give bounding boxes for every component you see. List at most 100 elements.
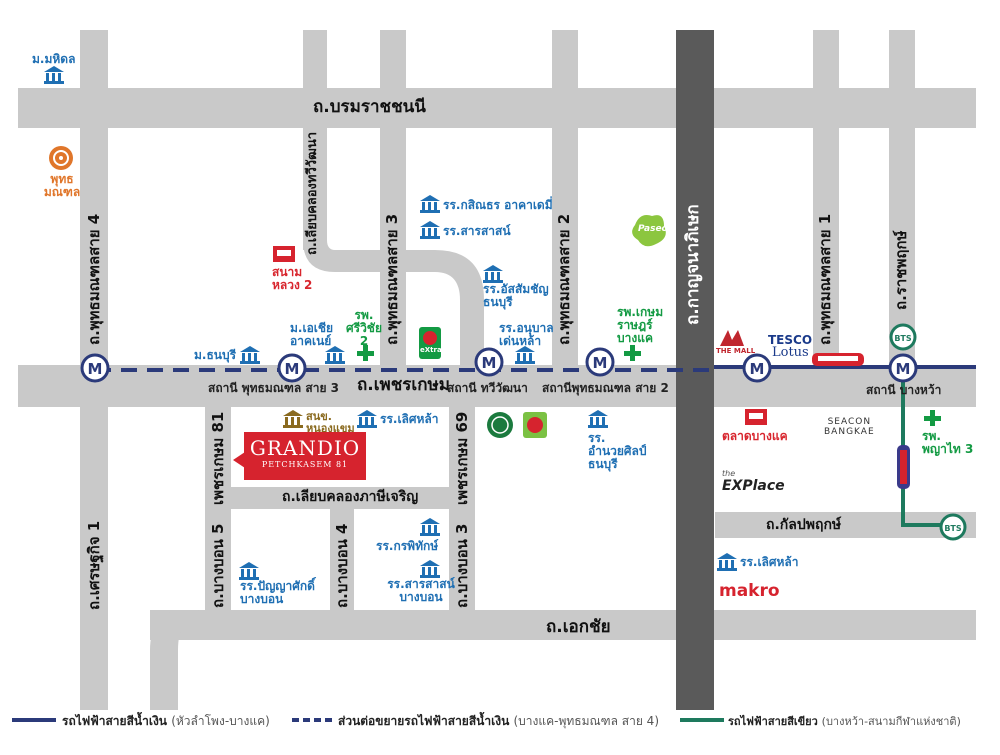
poi-paseo: Paseo <box>638 224 668 234</box>
metro-station-phutthamonthon3: M <box>277 353 307 383</box>
poi-punyasak-line1: รร.ปัญญาศักดิ์ <box>240 579 315 593</box>
poi-assumption-line1: รร.อัสสัมชัญ <box>483 282 549 296</box>
road-ekkachai-curve <box>150 610 200 710</box>
brand-the-mall: THE MALL <box>716 347 756 355</box>
svg-text:M: M <box>750 360 765 378</box>
svg-text:M: M <box>482 354 497 372</box>
project-pointer <box>233 452 245 468</box>
project-grandio-marker: GRANDIO PETCHKASEM 81 <box>244 432 366 480</box>
poi-sriwichai-line3: 2 <box>359 334 369 349</box>
brand-seacon-line2: BANGKAE <box>824 426 875 437</box>
brand-tesco: TESCO <box>768 333 813 347</box>
legend-green-line-label: รถไฟฟ้าสายสีเขียว <box>728 715 818 728</box>
poi-nong-khaem-line2: หนองแขม <box>306 422 355 436</box>
brand-seacon-line1: SEACON <box>827 417 872 427</box>
poi-amnuay: รร. อำนวยศิลป์ ธนบุรี <box>588 431 647 472</box>
school-icon <box>239 562 259 580</box>
road-label-liab-khlong-thawiwatthana: ถ.เลียบคลองทวีวัฒนา <box>305 131 320 255</box>
school-icon <box>588 410 608 428</box>
svg-text:M: M <box>285 360 300 378</box>
poi-bigc-extra-label: eXtra <box>420 346 442 354</box>
road-label-ratchaphruek: ถ.ราชพฤกษ์ <box>892 230 910 310</box>
poi-sarasas: รร.สารสาสน์ <box>443 224 511 238</box>
hospital-icon <box>924 410 941 426</box>
poi-nong-khaem-line1: สนข. <box>306 410 332 423</box>
metro-station-thawiwatthana: M <box>474 347 504 377</box>
legend-blue-line-label: รถไฟฟ้าสายสีน้ำเงิน <box>62 714 167 728</box>
poi-sarasas-bangbon: รร.สารสาสน์ บางบอน <box>376 577 466 605</box>
school-icon <box>483 265 503 283</box>
road-label-phetkasem81: เพชรเกษม 81 <box>209 411 227 505</box>
metro-station-bang-wa: M <box>888 353 918 383</box>
poi-korapat: รร.กรพิทักษ์ <box>376 539 439 553</box>
poi-amnuay-line3: ธนบุรี <box>588 457 618 472</box>
road-setthakit1 <box>80 407 108 707</box>
project-name: GRANDIO <box>249 436 361 460</box>
road-label-bang-bon5: ถ.บางบอน 5 <box>209 523 227 609</box>
road-label-phutthamonthon4: ถ.พุทธมณฑลสาย 4 <box>85 213 103 345</box>
road-label-borommaratchachonnani: ถ.บรมราชชนนี <box>313 97 426 117</box>
legend-swatch-blue-dashed <box>292 718 332 722</box>
road-phutthamonthon3 <box>380 30 406 365</box>
poi-kasemrad-line1: รพ.เกษม <box>617 305 664 319</box>
school-icon <box>325 346 345 364</box>
road-phutthamonthon2 <box>552 30 578 365</box>
road-phetkasem81 <box>205 407 231 610</box>
poi-phutthamonthon-line1: พุทธ <box>50 172 74 186</box>
metro-station-phutthamonthon2: M <box>585 347 615 377</box>
legend-swatch-green <box>680 718 724 722</box>
poi-phutthamonthon: พุทธ มณฑล <box>40 172 84 199</box>
poi-sarasas-bangbon-line1: รร.สารสาสน์ <box>387 577 455 591</box>
road-bang-bon4 <box>330 509 354 610</box>
svg-text:M: M <box>896 360 911 378</box>
poi-kasemrad-line2: ราษฎร์ <box>617 318 653 333</box>
legend-green-line: รถไฟฟ้าสายสีเขียว (บางหว้า-สนามกีฬาแห่งช… <box>728 712 961 730</box>
road-label-phetkasem69: เพชรเกษม 69 <box>453 411 471 505</box>
brand-explace-line1: the <box>722 469 736 478</box>
legend-blue-line-note: (หัวลำโพง-บางแค) <box>171 714 270 728</box>
brand-lotus: Lotus <box>772 345 809 360</box>
legend-blue-line: รถไฟฟ้าสายสีน้ำเงิน (หัวลำโพง-บางแค) <box>62 712 270 731</box>
poi-punyasak-line2: บางบอน <box>240 592 284 607</box>
dharma-wheel-icon <box>49 146 73 170</box>
poi-sanam-luang2: สนาม หลวง 2 <box>272 265 312 292</box>
university-icon <box>240 346 260 364</box>
metro-stations: M M M M M M <box>80 347 918 383</box>
poi-asia-academy-line2: อาคเนย์ <box>290 334 332 349</box>
legend-blue-extension: ส่วนต่อขยายรถไฟฟ้าสายสีน้ำเงิน (บางแค-พุ… <box>338 712 659 731</box>
poi-mahidol: ม.มหิดล <box>32 52 76 66</box>
poi-amnuay-line2: อำนวยศิลป์ <box>588 444 647 459</box>
svg-text:M: M <box>593 354 608 372</box>
poi-anuban-line1: รร.อนุบาล <box>499 321 554 335</box>
poi-phyathai3-line2: พญาไท 3 <box>922 442 974 457</box>
road-liab-khlong-phasi-charoen <box>231 487 449 509</box>
the-mall-logo <box>720 330 744 346</box>
poi-assumption-line2: ธนบุรี <box>483 295 513 310</box>
brand-makro: makro <box>719 581 780 601</box>
market-logo-green <box>487 412 513 438</box>
road-label-phutthamonthon3: ถ.พุทธมณฑลสาย 3 <box>383 213 401 345</box>
road-label-liab-khlong-phasi-charoen: ถ.เลียบคลองภาษีเจริญ <box>282 489 419 505</box>
svg-text:BTS: BTS <box>894 334 912 343</box>
poi-sriwichai-line1: รพ. <box>354 308 374 322</box>
school-icon <box>420 221 440 239</box>
school-icon <box>420 518 440 536</box>
road-phutthamonthon1 <box>813 30 839 365</box>
poi-sarasas-bangbon-line2: บางบอน <box>399 590 443 605</box>
poi-talat-bang-khae: ตลาดบางแค <box>722 429 788 443</box>
hospital-icon <box>357 345 374 361</box>
road-liab-khlong-thawiwatthana-curve <box>303 240 484 365</box>
road-label-phutthamonthon1: ถ.พุทธมณฑลสาย 1 <box>816 213 834 345</box>
brand-the-explace: the EXPlace <box>722 469 785 494</box>
road-phetkasem69 <box>449 407 475 610</box>
market-icon <box>273 246 295 262</box>
legend-blue-extension-note: (บางแค-พุทธมณฑล สาย 4) <box>513 714 659 728</box>
big-c-logo <box>523 412 547 438</box>
poi-punyasak: รร.ปัญญาศักดิ์ บางบอน <box>240 579 315 607</box>
poi-sanam-luang2-line1: สนาม <box>272 265 303 279</box>
green-line <box>901 367 950 527</box>
station-label-thawiwatthana: สถานี ทวีวัฒนา <box>447 381 528 395</box>
legend-green-line-note: (บางหว้า-สนามกีฬาแห่งชาติ) <box>821 715 961 728</box>
paseo-logo <box>632 215 666 247</box>
